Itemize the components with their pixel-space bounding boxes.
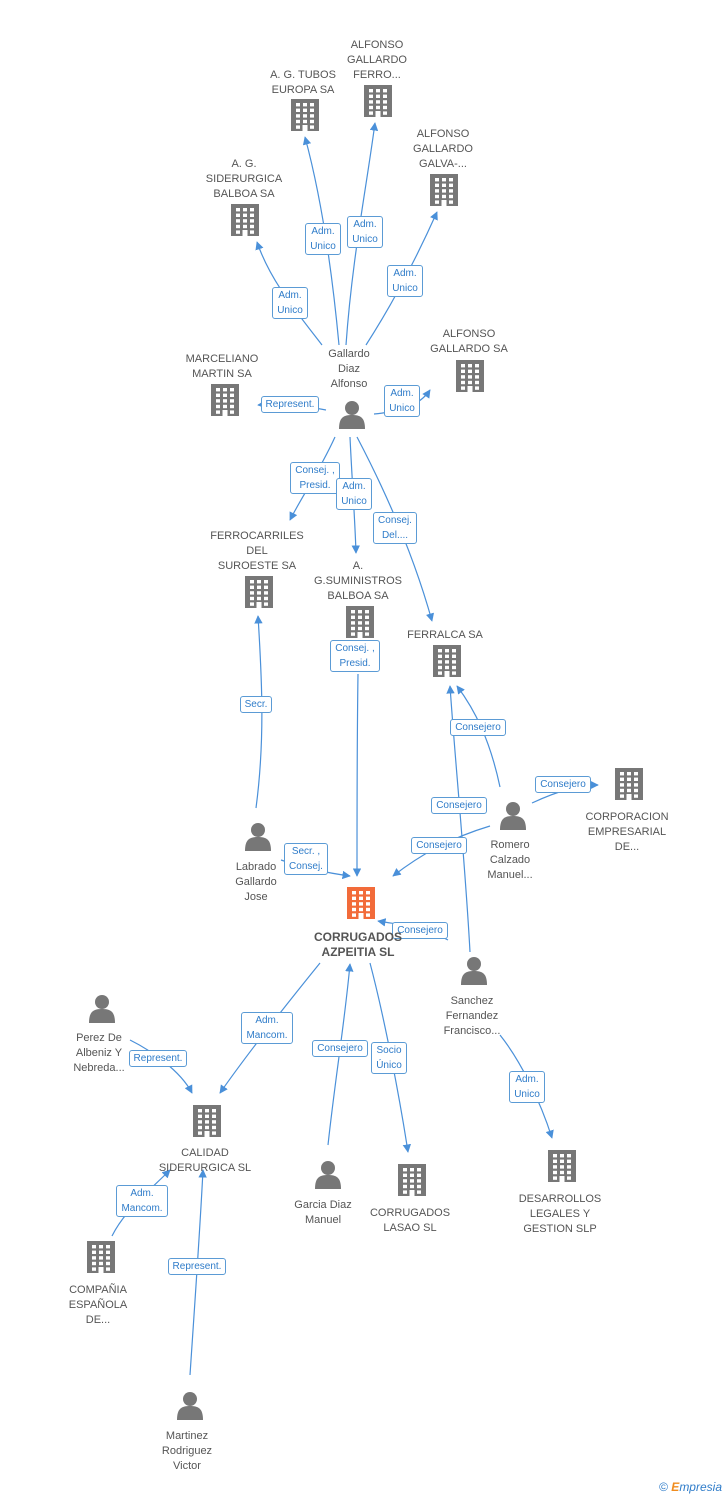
node-label-alfonso_sa[interactable]: ALFONSO GALLARDO SA (430, 328, 508, 355)
edge-label-labrado-to-corrugados_azpeitia[interactable]: Secr. , Consej. (284, 843, 328, 875)
edge-label-gallardo_diaz-to-alfonso_ferro[interactable]: Adm. Unico (347, 216, 383, 248)
node-label-labrado[interactable]: Labrado Gallardo Jose (235, 861, 277, 903)
edge-label-garcia-to-corrugados_azpeitia[interactable]: Consejero (312, 1039, 368, 1057)
node-label-ferralca[interactable]: FERRALCA SA (407, 629, 483, 641)
company-icon-desarrollos[interactable] (548, 1150, 576, 1182)
brand-logo-e: E (671, 1480, 680, 1494)
edge-label-corrugados_azpeitia-to-calidad[interactable]: Adm. Mancom. (241, 1012, 293, 1044)
person-icon-sanchez[interactable] (461, 957, 487, 985)
copyright-symbol: © (659, 1480, 668, 1494)
edge-label-romero-to-corporacion[interactable]: Consejero (535, 775, 591, 793)
company-icon-corporacion[interactable] (615, 768, 643, 800)
person-icon-garcia[interactable] (315, 1161, 341, 1189)
edge-label-sanchez-to-desarrollos[interactable]: Adm. Unico (509, 1071, 545, 1103)
company-icon-compania[interactable] (87, 1241, 115, 1273)
edge-label-ag_suministros-to-corrugados_azpeitia[interactable]: Consej. , Presid. (330, 640, 380, 672)
edge-label-perez-to-calidad[interactable]: Represent. (128, 1049, 188, 1067)
edge-label-gallardo_diaz-to-ferralca[interactable]: Consej. Del.... (373, 512, 417, 544)
edge-label-sanchez-to-corrugados_azpeitia[interactable]: Consejero (392, 921, 448, 939)
node-label-martinez[interactable]: Martinez Rodriguez Victor (161, 1430, 213, 1472)
node-label-romero[interactable]: Romero Calzado Manuel... (487, 839, 533, 881)
company-icon-ferrocarriles[interactable] (245, 576, 273, 608)
edge-label-martinez-to-calidad[interactable]: Represent. (167, 1257, 227, 1275)
node-label-compania[interactable]: COMPAÑIA ESPAÑOLA DE... (68, 1284, 128, 1326)
person-icon-martinez[interactable] (177, 1392, 203, 1420)
person-icon-labrado[interactable] (245, 823, 271, 851)
node-label-alfonso_ferro[interactable]: ALFONSO GALLARDO FERRO... (347, 39, 407, 81)
edge-label-sanchez-to-ferralca[interactable]: Consejero (431, 796, 487, 814)
node-label-corporacion[interactable]: CORPORACION EMPRESARIAL DE... (585, 811, 669, 853)
edge-label-gallardo_diaz-to-ferrocarriles[interactable]: Consej. , Presid. (290, 462, 340, 494)
node-label-perez[interactable]: Perez De Albeniz Y Nebreda... (73, 1032, 125, 1074)
node-label-desarrollos[interactable]: DESARROLLOS LEGALES Y GESTION SLP (518, 1193, 602, 1235)
node-label-ag_tubos[interactable]: A. G. TUBOS EUROPA SA (270, 69, 336, 96)
edge-romero-to-ferralca (456, 685, 501, 788)
node-label-corrugados_lasao[interactable]: CORRUGADOS LASAO SL (369, 1207, 451, 1234)
company-icon-corrugados_lasao[interactable] (398, 1164, 426, 1196)
brand-name: mpresia (679, 1480, 722, 1494)
company-icon-ag_suministros[interactable] (346, 606, 374, 638)
node-label-ag_siderurgica[interactable]: A. G. SIDERURGICA BALBOA SA (205, 158, 283, 200)
edge-label-gallardo_diaz-to-marceliano[interactable]: Represent. (260, 395, 320, 413)
company-icon-marceliano[interactable] (211, 384, 239, 416)
company-icon-ag_tubos[interactable] (291, 99, 319, 131)
edge-label-romero-to-ferralca[interactable]: Consejero (450, 718, 506, 736)
company-icon-alfonso_galva[interactable] (430, 174, 458, 206)
person-icon-perez[interactable] (89, 995, 115, 1023)
edge-label-gallardo_diaz-to-alfonso_sa[interactable]: Adm. Unico (384, 385, 420, 417)
person-icon-gallardo_diaz[interactable] (339, 401, 365, 429)
edge-label-corrugados_azpeitia-to-corrugados_lasao[interactable]: Socio Único (371, 1042, 407, 1074)
edge-label-gallardo_diaz-to-ag_suministros[interactable]: Adm. Unico (336, 478, 372, 510)
company-icon-alfonso_ferro[interactable] (364, 85, 392, 117)
node-label-gallardo_diaz[interactable]: Gallardo Diaz Alfonso (328, 348, 370, 390)
node-label-ferrocarriles[interactable]: FERROCARRILES DEL SUROESTE SA (210, 530, 304, 572)
node-label-calidad[interactable]: CALIDAD SIDERURGICA SL (158, 1147, 252, 1174)
node-label-corrugados_azpeitia[interactable]: CORRUGADOS AZPEITIA SL (313, 930, 402, 959)
company-icon-alfonso_sa[interactable] (456, 360, 484, 392)
edge-ag_suministros-to-corrugados_azpeitia (352, 673, 362, 877)
person-icon-romero[interactable] (500, 802, 526, 830)
node-label-alfonso_galva[interactable]: ALFONSO GALLARDO GALVA-... (413, 128, 473, 170)
main-company-icon-corrugados_azpeitia[interactable] (347, 887, 375, 919)
edge-label-compania-to-calidad[interactable]: Adm. Mancom. (116, 1185, 168, 1217)
edge-label-romero-to-corrugados_azpeitia[interactable]: Consejero (411, 836, 467, 854)
edge-label-gallardo_diaz-to-ag_siderurgica[interactable]: Adm. Unico (272, 287, 308, 319)
edge-label-labrado-to-ferrocarriles[interactable]: Secr. (239, 695, 273, 713)
company-icon-calidad[interactable] (193, 1105, 221, 1137)
node-label-garcia[interactable]: Garcia Diaz Manuel (294, 1199, 352, 1226)
company-icon-ag_siderurgica[interactable] (231, 204, 259, 236)
node-label-sanchez[interactable]: Sanchez Fernandez Francisco... (443, 995, 501, 1037)
edge-label-gallardo_diaz-to-ag_tubos[interactable]: Adm. Unico (305, 223, 341, 255)
footer-brand: © Empresia (659, 1480, 722, 1494)
node-label-marceliano[interactable]: MARCELIANO MARTIN SA (185, 353, 259, 380)
node-label-ag_suministros[interactable]: A. G.SUMINISTROS BALBOA SA (313, 560, 402, 602)
company-icon-ferralca[interactable] (433, 645, 461, 677)
edge-label-gallardo_diaz-to-alfonso_galva[interactable]: Adm. Unico (387, 265, 423, 297)
